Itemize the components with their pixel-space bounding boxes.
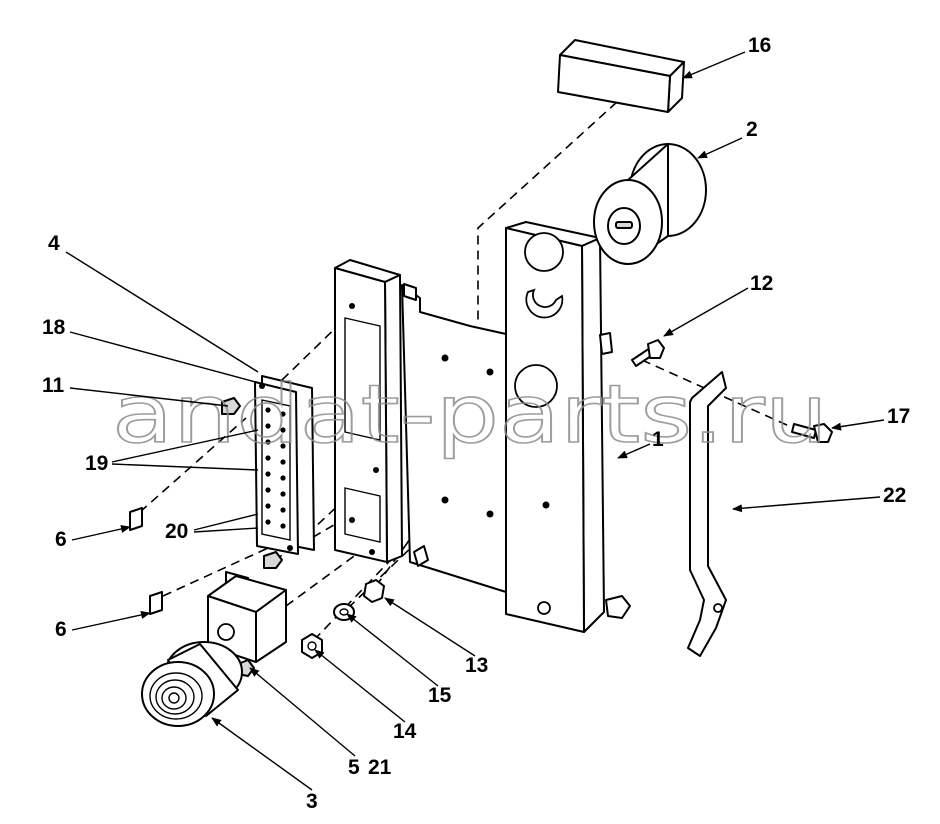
callout-2: 2 [746,118,758,141]
callout-5: 5 [348,756,360,779]
left-channel-bracket [334,259,417,563]
bolt-12 [631,339,665,367]
callout-3: 3 [306,790,318,813]
key-switch [593,143,707,265]
callout-18: 18 [42,316,66,339]
nut-14 [301,633,323,659]
callout-20: 20 [165,520,188,543]
nut-13 [363,579,385,603]
callout-11: 11 [42,374,65,397]
main-bracket [505,221,631,633]
callout-15: 15 [428,684,452,707]
leader-lines [65,51,885,791]
block-16 [557,39,685,113]
callouts: 16 2 12 17 1 22 4 18 11 19 6 20 6 13 15 … [42,34,910,813]
watermark: andat-parts.ru [112,368,828,461]
callout-6-upper: 6 [55,528,67,551]
callout-17: 17 [887,405,910,428]
bent-bar [687,371,727,657]
bolt-17 [791,423,833,443]
callout-12: 12 [750,272,773,295]
mounting-plate [401,284,507,593]
callout-1: 1 [652,428,664,451]
callout-19: 19 [85,452,108,475]
callout-14: 14 [393,720,417,743]
callout-22: 22 [883,484,906,507]
buzzer [141,641,243,727]
callout-4: 4 [48,232,60,255]
fuse-panel [221,375,315,569]
callout-6-lower: 6 [55,618,67,641]
clip-6-lower [149,591,163,615]
clip-6-upper [129,507,143,531]
callout-13: 13 [465,654,488,677]
callout-16: 16 [748,34,771,57]
fuse-terminals [265,407,286,529]
callout-21: 21 [368,756,392,779]
